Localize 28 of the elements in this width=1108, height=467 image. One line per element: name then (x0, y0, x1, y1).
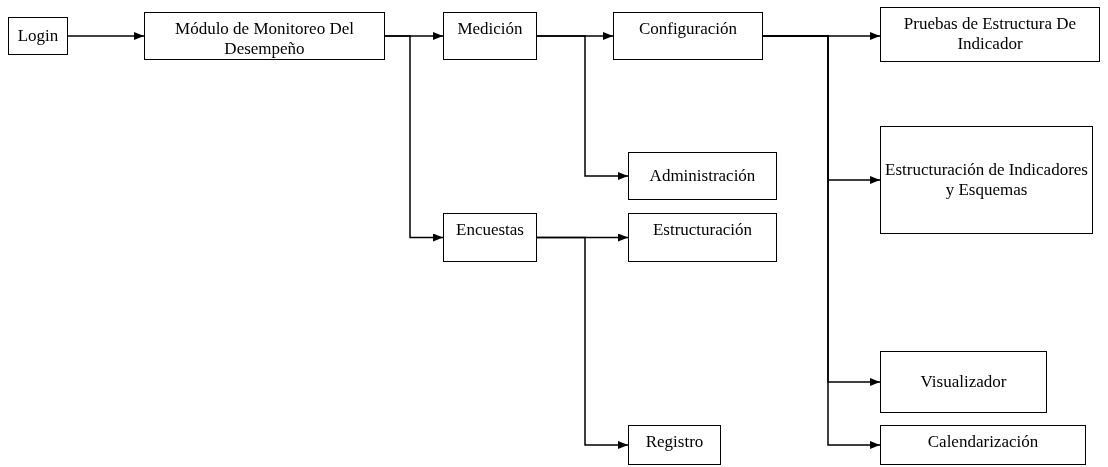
box-label: Módulo de Monitoreo Del Desempeño (174, 19, 355, 60)
box-label: Estructuración (652, 220, 753, 241)
process-box (613, 12, 763, 60)
box-label: Configuración (638, 19, 738, 40)
process-box (880, 7, 1100, 62)
box-label: Pruebas de Estructura De Indicador (902, 14, 1078, 55)
process-box (628, 152, 777, 200)
process-box (443, 213, 537, 262)
box-label: Login (17, 25, 59, 47)
process-box (880, 425, 1086, 465)
box-label: Encuestas (456, 220, 524, 241)
box-label: Registro (645, 432, 704, 453)
process-box (880, 351, 1047, 413)
process-box (628, 213, 777, 262)
box-label: Calendarización (927, 432, 1039, 453)
arrow (536, 35, 629, 180)
arrow (67, 32, 145, 40)
process-box (144, 12, 385, 60)
process-box (628, 425, 721, 465)
box-label: Administración (649, 165, 756, 187)
process-box (880, 126, 1093, 234)
process-box (8, 17, 68, 55)
box-label: Visualizador (920, 371, 1007, 393)
arrow (384, 35, 444, 242)
box-label: Estructuración de Indicadores y Esquemas (885, 159, 1088, 201)
arrow (536, 236, 629, 449)
box-label: Medición (457, 19, 523, 40)
process-box (443, 12, 537, 60)
